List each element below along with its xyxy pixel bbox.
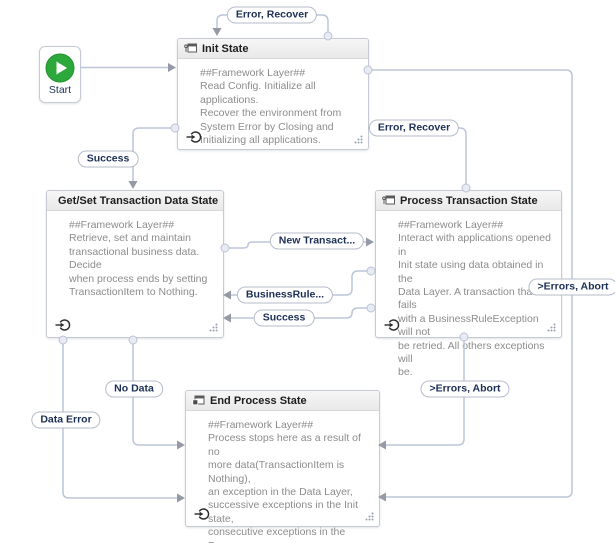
entry-point-icon: [186, 131, 202, 143]
transition-label-no-data[interactable]: No Data: [105, 380, 163, 398]
state-init-annotation: ##Framework Layer## Read Config. Initial…: [200, 67, 342, 147]
state-init-header[interactable]: Init State: [178, 39, 368, 59]
connector-start-to-init[interactable]: [80, 63, 176, 72]
transition-label-error-recover-top[interactable]: Error, Recover: [226, 6, 318, 24]
transition-label-error-recover-right[interactable]: Error, Recover: [368, 119, 460, 137]
state-end-title: End Process State: [210, 394, 307, 407]
transition-label-errors-abort-process[interactable]: >Errors, Abort: [420, 380, 510, 398]
entry-point-icon: [384, 319, 400, 331]
entry-point-icon: [55, 319, 71, 331]
state-icon: [184, 43, 197, 53]
transition-label-success-init[interactable]: Success: [77, 150, 139, 168]
resize-grip-icon[interactable]: [365, 512, 374, 521]
start-node[interactable]: Start: [39, 46, 81, 103]
state-end-header[interactable]: End Process State: [186, 391, 379, 411]
state-process-transaction[interactable]: Process Transaction State ##Framework La…: [375, 190, 562, 378]
state-init-title: Init State: [202, 42, 249, 55]
state-process-header[interactable]: Process Transaction State: [376, 191, 561, 211]
state-process-title: Process Transaction State: [400, 194, 538, 207]
resize-grip-icon[interactable]: [547, 323, 556, 332]
start-label: Start: [48, 84, 72, 96]
state-icon: [382, 195, 395, 205]
play-icon: [45, 53, 75, 83]
state-getset-header[interactable]: Get/Set Transaction Data State: [47, 191, 223, 211]
entry-point-icon: [194, 508, 210, 520]
resize-grip-icon[interactable]: [354, 135, 363, 144]
state-process-annotation: ##Framework Layer## Interact with applic…: [398, 219, 551, 379]
state-end-process[interactable]: End Process State ##Framework Layer## Pr…: [185, 390, 380, 543]
transition-label-data-error[interactable]: Data Error: [31, 411, 101, 429]
transition-label-success-process[interactable]: Success: [253, 309, 315, 327]
transition-label-new-transaction[interactable]: New Transact...: [269, 232, 365, 250]
final-state-icon: [192, 395, 205, 406]
transition-label-errors-abort-init[interactable]: >Errors, Abort: [528, 278, 615, 296]
state-end-annotation: ##Framework Layer## Process stops here a…: [208, 419, 361, 543]
state-getset-title: Get/Set Transaction Data State: [58, 194, 219, 207]
resize-grip-icon[interactable]: [209, 323, 218, 332]
state-getset-transaction-data[interactable]: Get/Set Transaction Data State ##Framewo…: [46, 190, 224, 338]
state-getset-annotation: ##Framework Layer## Retrieve, set and ma…: [69, 219, 208, 299]
transition-label-businessrule[interactable]: BusinessRule...: [236, 286, 334, 304]
state-init[interactable]: Init State ##Framework Layer## Read Conf…: [177, 38, 369, 150]
